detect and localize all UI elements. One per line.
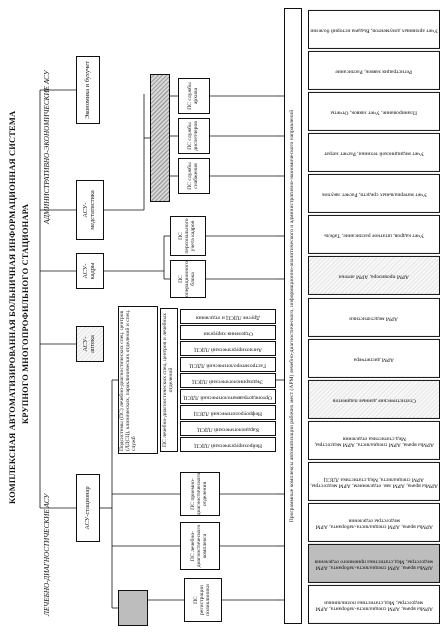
arm-item: Планирование, Учет заявок, Отчеты	[308, 92, 440, 132]
arm-bar: Программные комплексы автоматизации рабо…	[284, 8, 302, 624]
ldsc-item: Ангиохирургический ЛДСЦ	[180, 341, 276, 356]
arm-item: АРМы врача, АРМ специалиста, АРМ медсест…	[308, 420, 440, 460]
asu-pharmacy-label: АСУ-аптека	[82, 335, 96, 353]
ps-med-diag-complex-box: ПС лечебно-диагностического комплекса	[180, 522, 220, 570]
asu-stationary-label: АСУ-стационар	[83, 486, 91, 530]
registration-shade-box	[118, 590, 148, 626]
asu-pharmacy-box: АСУ-аптека	[76, 326, 104, 362]
ps-supply-box: ПС службы снабжения	[178, 158, 210, 194]
arm-item: Статистические данные пациентов	[308, 379, 440, 419]
arm-item: Регистрация заявок, Расписание	[308, 51, 440, 91]
ps-archive-box: ПС службы архива	[178, 78, 210, 114]
arm-item: АРМы врача, АРМ специалиста-лаборанта, А…	[308, 584, 440, 624]
ldsc-item: Эндокринологический ЛДСЦ	[180, 373, 276, 388]
arm-item: Учет материальных средств, Расчет закупо…	[308, 174, 440, 214]
arm-item: АРМ медстатистики	[308, 297, 440, 337]
ps-reception-box: ПС приемно-диагностического отделения	[180, 472, 220, 516]
ps-operating-box: ПС операционного блока	[170, 260, 206, 298]
arm-item: АРМы врача, АРМ специалиста-лаборанта, А…	[308, 543, 440, 583]
ldsc-inner-label: ПС лечебно-диагностических спец. центров…	[162, 313, 174, 447]
asu-statistics-box: АСУ-медстатистика	[76, 180, 104, 240]
branch-admin-label: АДМИНИСТРАТИВНО-ЭКОНОМИЧЕСКИЕ АСУ	[43, 70, 51, 224]
ps-dispatch-box: ПС службы диспетчеров	[178, 118, 210, 154]
admin-shaded-bar	[150, 74, 170, 202]
ldsc-inner-box: ПС лечебно-диагностических спец. центров…	[160, 308, 178, 452]
ldsc-group-label: Подсистемы (ПС) лечебно-диагностических …	[119, 309, 137, 451]
ps-registration-box: ПС регистрации поликлиники	[184, 578, 222, 622]
arm-item: Учет архивных документов, Выдача историй…	[308, 10, 440, 50]
ps-archive-label: ПС службы архива	[187, 82, 199, 110]
asu-statistics-label: АСУ-медстатистика	[82, 190, 96, 230]
arm-item: Учет медицинской техники, Расчет затрат	[308, 133, 440, 173]
ldsc-item: Отделения хирургии	[180, 325, 276, 340]
arm-bar-label: Программные комплексы автоматизации рабо…	[289, 109, 296, 523]
ldsc-item: Гастроэнтерологический ЛДСЦ	[180, 357, 276, 372]
ps-reception-label: ПС приемно-диагностического отделения	[190, 472, 208, 516]
asu-stationary-box: АСУ-стационар	[76, 474, 100, 542]
arm-item: АРМы врача, АРМ зав. отделением, АРМ мед…	[308, 461, 440, 501]
ldsc-group-box: Подсистемы (ПС) лечебно-диагностических …	[118, 306, 158, 454]
ps-personal-box: ПС персонального учета кадров	[170, 216, 206, 256]
arm-item: АРМы врача, АРМ специалиста-лаборанта, А…	[308, 502, 440, 542]
arm-item: АРМ провизора, АРМ аптеки	[308, 256, 440, 296]
ps-personal-label: ПС персонального учета кадров	[178, 218, 196, 254]
economy-box: Экономика и бухучет	[76, 56, 100, 124]
ps-supply-label: ПС службы снабжения	[187, 162, 199, 190]
ldsc-item: Ортопедотравматологический ЛДСЦ	[180, 389, 276, 404]
ldsc-item: Нейрохирургический ЛДСЦ	[180, 437, 276, 452]
diagram-title-line2: КРУПНОГО МНОГОПРОФИЛЬНОГО СТАЦИОНАРА	[21, 203, 30, 424]
ps-operating-label: ПС операционного блока	[178, 260, 196, 298]
asu-staff-box: АСУ-кадры	[76, 253, 104, 289]
arm-item: Учет кадров, штатное расписание, Табель	[308, 215, 440, 255]
ldsc-item: Нефроурологический ЛДСЦ	[180, 405, 276, 420]
ps-dispatch-label: ПС службы диспетчеров	[187, 121, 199, 151]
arm-item: АРМ диспетчера	[308, 338, 440, 378]
ldsc-item: Другие ЛДСЦ и отделения	[180, 309, 276, 324]
diagram-title-line1: КОМПЛЕКСНАЯ АВТОМАТИЗИРОВАННАЯ БОЛЬНИЧНА…	[8, 110, 17, 504]
economy-label: Экономика и бухучет	[83, 61, 91, 119]
ps-registration-label: ПС регистрации поликлиники	[193, 584, 211, 616]
branch-medical-label: ЛЕЧЕБНО-ДИАГНОСТИЧЕСКИЕ АСУ	[43, 493, 51, 616]
ps-med-diag-complex-label: ПС лечебно-диагностического комплекса	[190, 524, 208, 568]
ldsc-item: Кардиологический ЛДСЦ	[180, 421, 276, 436]
asu-staff-label: АСУ-кадры	[82, 262, 96, 280]
